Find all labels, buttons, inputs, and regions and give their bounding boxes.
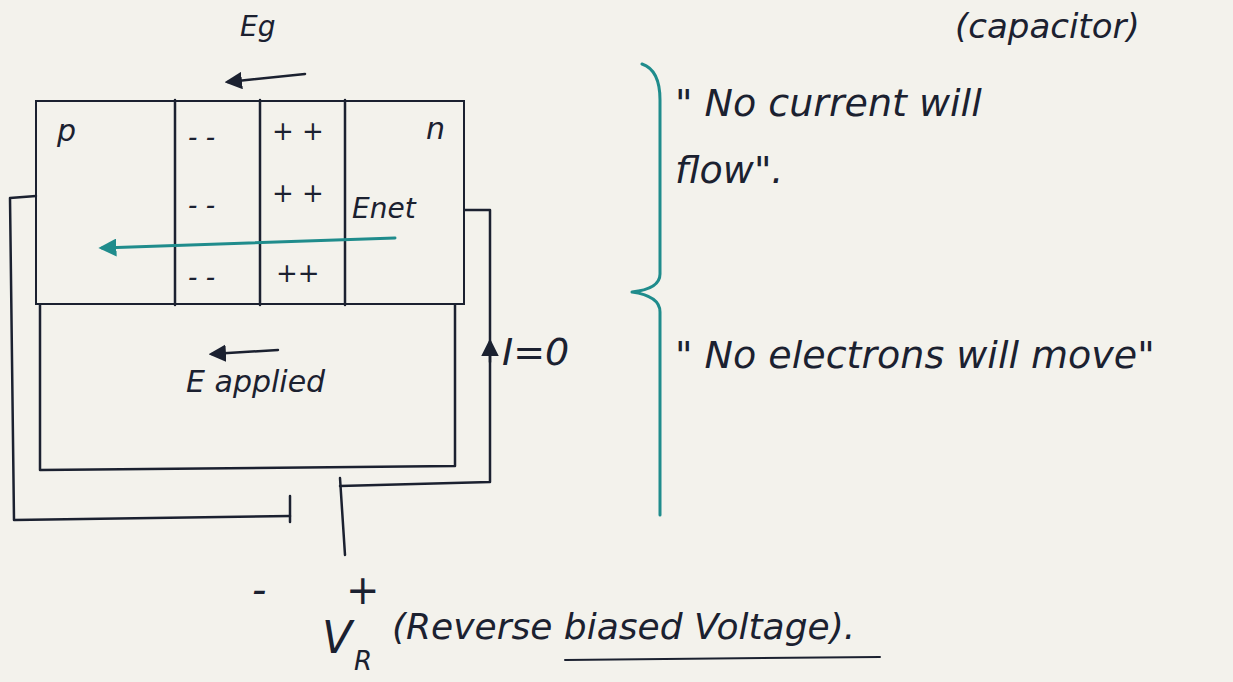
note-text: (capacitor): [955, 6, 1140, 47]
field-label: E applied: [186, 364, 325, 400]
wire: [40, 305, 455, 470]
field-arrow: [212, 350, 278, 354]
charge-mark: - -: [188, 190, 215, 221]
polarity-sign: -: [252, 566, 266, 614]
net-field-arrow: [102, 238, 395, 248]
battery-plate: [340, 478, 345, 555]
current-label: I=0: [502, 330, 569, 376]
charge-mark: + +: [272, 178, 324, 209]
voltage-subscript: R: [354, 646, 372, 677]
field-label: Enet: [352, 192, 416, 226]
note-text: " No current will flow".: [675, 70, 1095, 203]
polarity-sign: +: [346, 566, 380, 614]
charge-mark: - -: [188, 262, 215, 293]
depletion-edge: [344, 100, 347, 305]
current-marker: [489, 342, 492, 362]
charge-mark: + +: [272, 116, 324, 147]
charge-mark: ++: [276, 258, 320, 289]
region-label: n: [426, 112, 445, 145]
junction-line: [259, 100, 262, 305]
wire: [340, 210, 490, 486]
note-text: (Reverse biased Voltage).: [392, 605, 855, 648]
voltage-symbol: V: [322, 612, 352, 665]
field-label: Eg: [240, 10, 275, 44]
battery-plate: [289, 496, 292, 522]
bracket: [632, 64, 660, 515]
depletion-edge: [174, 100, 177, 305]
wire: [10, 196, 290, 520]
underline: [565, 657, 880, 660]
note-text: " No electrons will move": [675, 325, 1155, 386]
field-arrow: [228, 74, 305, 82]
region-label: p: [57, 114, 76, 147]
charge-mark: - -: [188, 122, 215, 153]
